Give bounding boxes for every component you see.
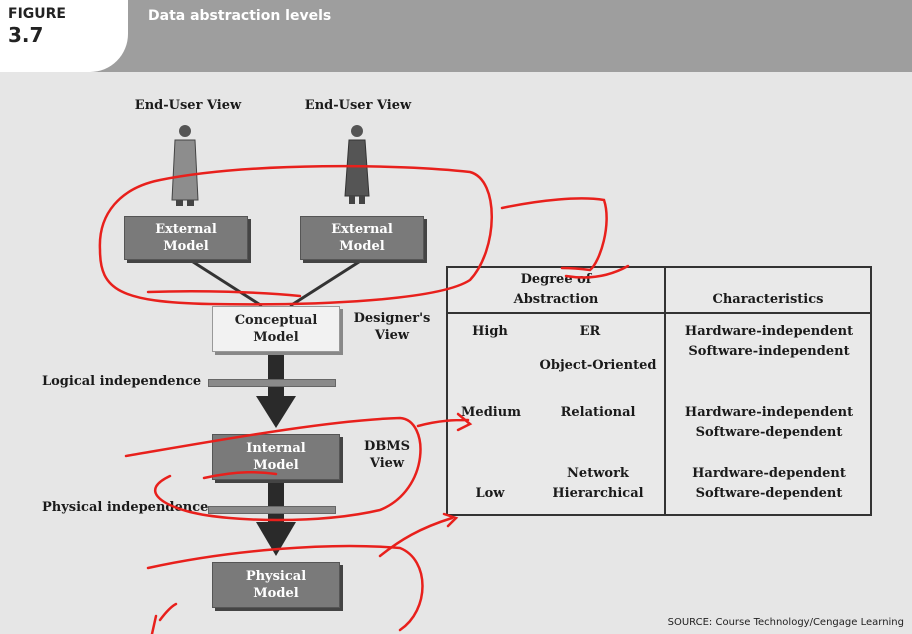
end-user-view-label-left: End-User View xyxy=(134,98,242,113)
figure-number: 3.7 xyxy=(8,23,44,47)
figure-tab xyxy=(0,0,128,72)
model-network-hierarchical: Network Hierarchical xyxy=(552,466,644,501)
header-characteristics: Characteristics xyxy=(712,292,824,307)
connector-line xyxy=(289,258,363,308)
annotation-ellipse-physical xyxy=(146,544,424,634)
annotation-ellipse-external-tail xyxy=(146,289,302,298)
level-medium: Medium xyxy=(461,405,521,420)
annotation-arrow-to-table-medium xyxy=(416,412,473,432)
down-arrow-icon xyxy=(256,522,296,556)
model-er: ER xyxy=(579,324,601,339)
external-model-right-text: External Model xyxy=(331,222,393,254)
header-degree-of-abstraction: Degree of Abstraction xyxy=(513,272,599,307)
characteristics-row-3: Hardware-dependent Software-dependent xyxy=(692,466,846,501)
connector-line xyxy=(189,258,263,308)
designer-view-label: Designer's View xyxy=(353,311,431,343)
figure-title: Data abstraction levels xyxy=(148,8,332,24)
internal-model-text: Internal Model xyxy=(246,441,306,473)
external-model-right: External Model xyxy=(300,216,424,260)
annotation-ellipse-external xyxy=(98,164,493,306)
external-model-left-text: External Model xyxy=(155,222,217,254)
annotation-arrow-to-table-low xyxy=(378,512,459,558)
characteristics-row-2: Hardware-independent Software-dependent xyxy=(684,405,854,440)
table-column-divider xyxy=(664,268,666,514)
physical-model: Physical Model xyxy=(212,562,340,608)
person-icon-female xyxy=(344,125,370,204)
characteristics-row-1: Hardware-independent Software-independen… xyxy=(684,324,854,359)
conceptual-model-text: Conceptual Model xyxy=(234,313,318,345)
physical-model-text: Physical Model xyxy=(245,569,307,601)
level-high: High xyxy=(472,324,508,339)
down-arrow-icon xyxy=(256,396,296,428)
dbms-view-label: DBMS View xyxy=(363,439,411,471)
source-credit: SOURCE: Course Technology/Cengage Learni… xyxy=(667,617,904,628)
logical-independence-bar xyxy=(208,379,336,387)
conceptual-model: Conceptual Model xyxy=(212,306,340,352)
person-icon-male xyxy=(171,125,199,206)
model-relational: Relational xyxy=(560,405,636,420)
end-user-view-label-right: End-User View xyxy=(304,98,412,113)
abstraction-table xyxy=(446,266,872,516)
table-header-divider xyxy=(448,312,870,314)
model-object-oriented: Object-Oriented xyxy=(539,358,657,373)
level-low: Low xyxy=(475,486,505,501)
annotation-squiggle-top xyxy=(500,197,630,279)
annotation-ellipse-internal xyxy=(124,416,422,522)
shaft-arrow-body xyxy=(268,483,284,525)
figure-label: FIGURE xyxy=(8,6,66,22)
figure-header-band xyxy=(0,0,912,72)
physical-independence-bar xyxy=(208,506,336,514)
external-model-left: External Model xyxy=(124,216,248,260)
logical-independence-label: Logical independence xyxy=(42,374,202,389)
